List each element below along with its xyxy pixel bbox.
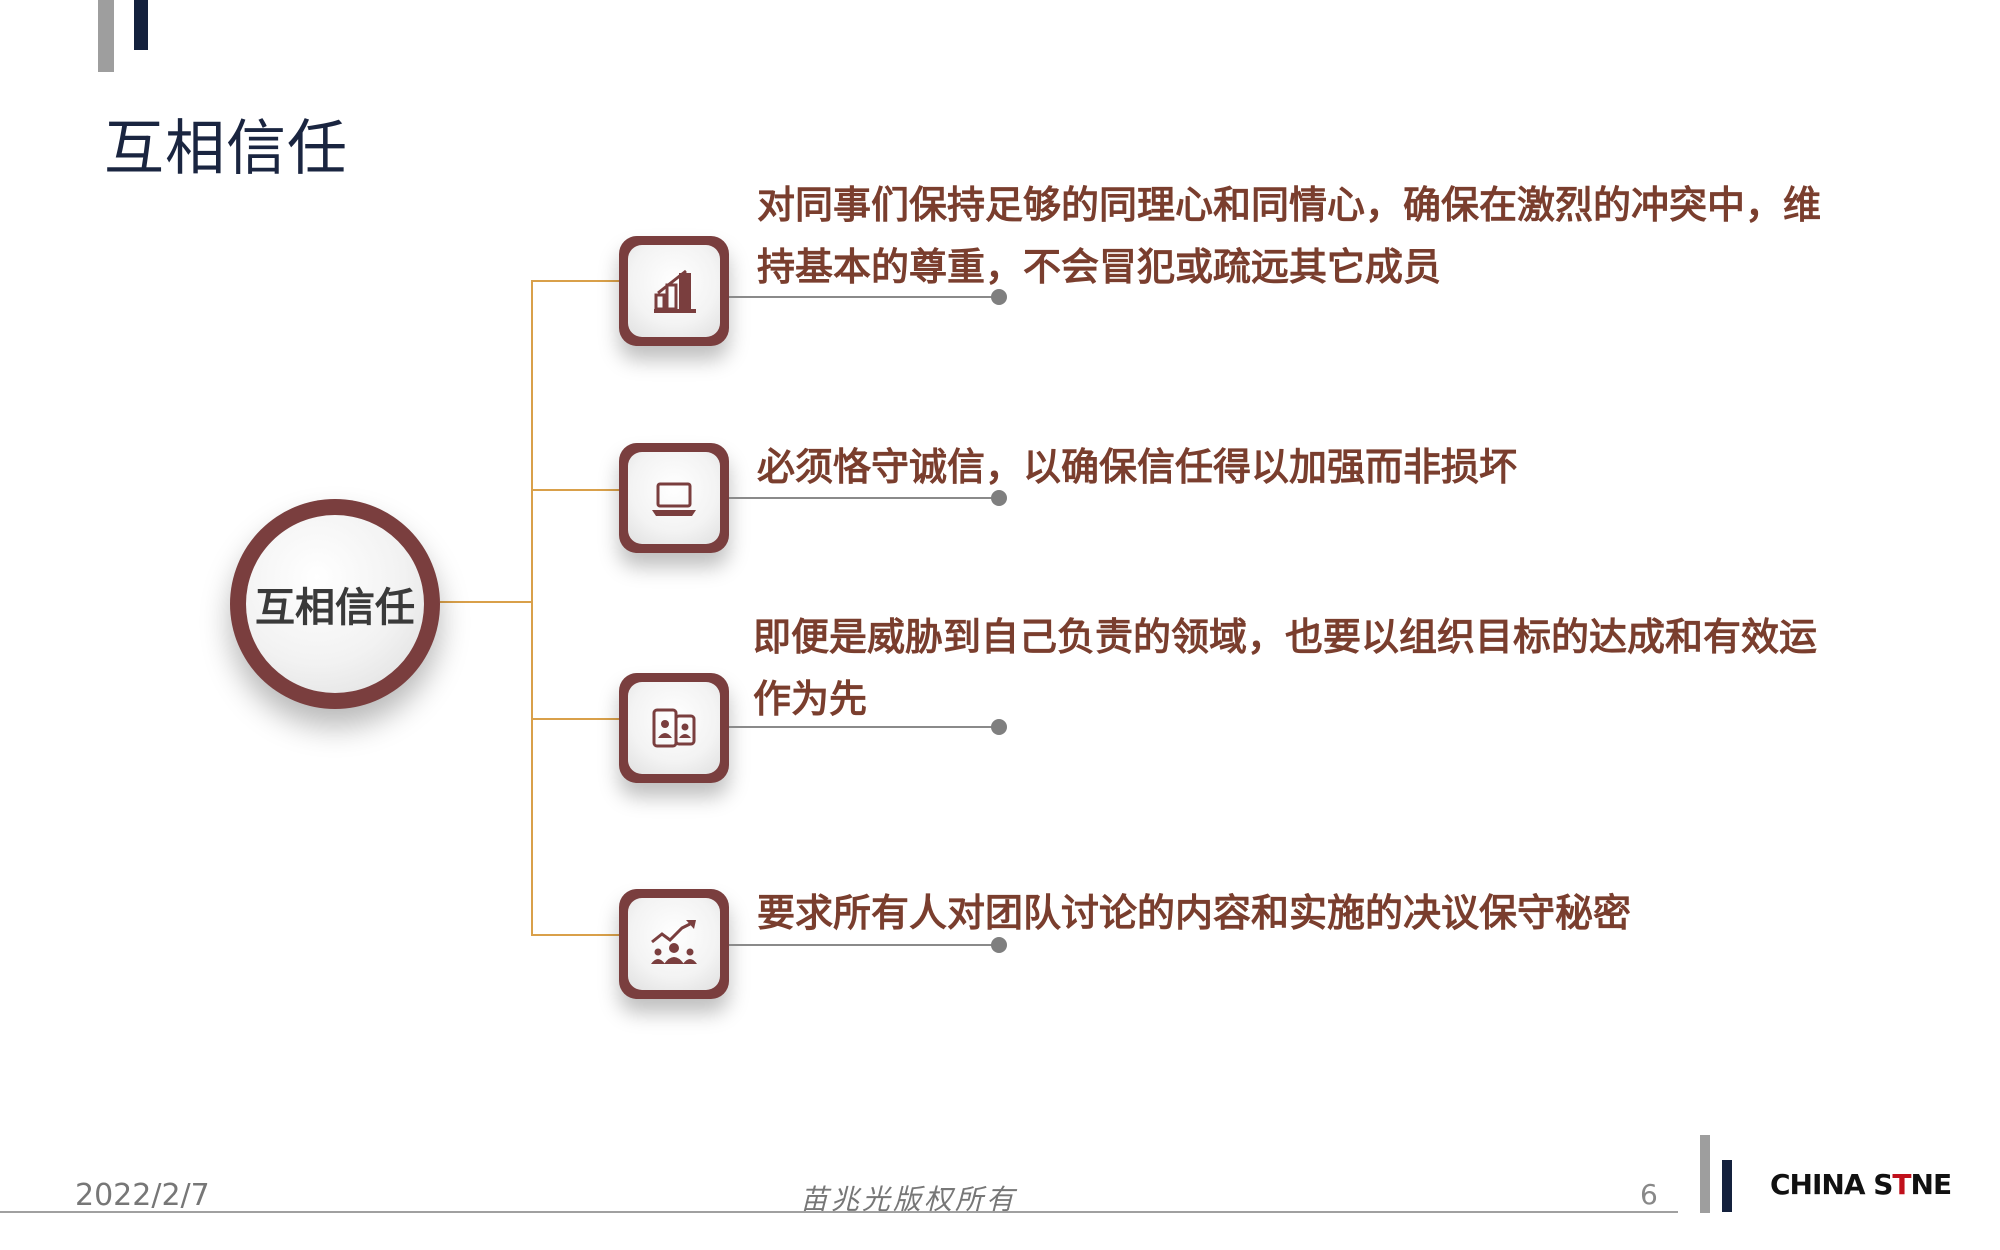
building-chart-icon bbox=[654, 269, 696, 313]
connector-branch-1 bbox=[531, 280, 619, 282]
item-3-dot bbox=[991, 719, 1007, 735]
center-node: 互相信任 bbox=[230, 499, 440, 709]
item-3-text-line-1: 即便是威胁到自己负责的领域，也要以组织目标的达成和有效运 bbox=[753, 615, 1818, 659]
item-1-dot bbox=[991, 289, 1007, 305]
footer-accent-bar-gray bbox=[1700, 1135, 1710, 1213]
connector-branch-4 bbox=[531, 934, 619, 936]
footer-copyright: 苗兆光版权所有 bbox=[800, 1183, 1018, 1216]
item-1-text-line-1: 对同事们保持足够的同理心和同情心，确保在激烈的冲突中，维 bbox=[757, 183, 1822, 227]
connector-center bbox=[440, 601, 533, 603]
item-4-icon-box bbox=[619, 889, 729, 999]
slide-title: 互相信任 bbox=[104, 114, 348, 184]
connector-trunk bbox=[531, 280, 533, 936]
header-accent-bar-gray bbox=[98, 0, 114, 72]
item-2-dot bbox=[991, 490, 1007, 506]
laptop-icon bbox=[652, 482, 696, 516]
footer-divider bbox=[0, 1211, 1678, 1213]
item-3-text: 即便是威胁到自己负责的领域，也要以组织目标的达成和有效运 作为先 bbox=[753, 606, 1923, 730]
item-4-underline bbox=[729, 944, 999, 946]
item-1-underline bbox=[729, 296, 999, 298]
item-2-icon-box bbox=[619, 443, 729, 553]
item-1-icon-box bbox=[619, 236, 729, 346]
footer-accent-bar-navy bbox=[1722, 1160, 1732, 1212]
item-1-text: 对同事们保持足够的同理心和同情心，确保在激烈的冲突中，维 持基本的尊重，不会冒犯… bbox=[757, 174, 1927, 298]
connector-branch-3 bbox=[531, 718, 619, 720]
item-4-text-line-1: 要求所有人对团队讨论的内容和实施的决议保守秘密 bbox=[757, 891, 1632, 935]
item-3-underline bbox=[729, 726, 999, 728]
item-2-underline bbox=[729, 497, 999, 499]
item-1-text-line-2: 持基本的尊重，不会冒犯或疏远其它成员 bbox=[757, 245, 1442, 289]
item-2-text-line-1: 必须恪守诚信，以确保信任得以加强而非损坏 bbox=[757, 445, 1518, 489]
item-4-text: 要求所有人对团队讨论的内容和实施的决议保守秘密 bbox=[757, 882, 1927, 944]
connector-branch-2 bbox=[531, 489, 619, 491]
item-4-dot bbox=[991, 937, 1007, 953]
center-node-label: 互相信任 bbox=[246, 515, 424, 693]
phone-users-icon bbox=[652, 708, 696, 748]
item-2-text: 必须恪守诚信，以确保信任得以加强而非损坏 bbox=[757, 436, 1927, 498]
footer-date: 2022/2/7 bbox=[75, 1178, 210, 1213]
header-accent-bar-navy bbox=[134, 0, 148, 50]
china-stone-logo: CHINA STNE bbox=[1770, 1168, 1952, 1201]
item-3-text-line-2: 作为先 bbox=[753, 677, 868, 721]
footer-page-number: 6 bbox=[1640, 1178, 1658, 1211]
team-growth-icon bbox=[651, 920, 697, 964]
item-3-icon-box bbox=[619, 673, 729, 783]
